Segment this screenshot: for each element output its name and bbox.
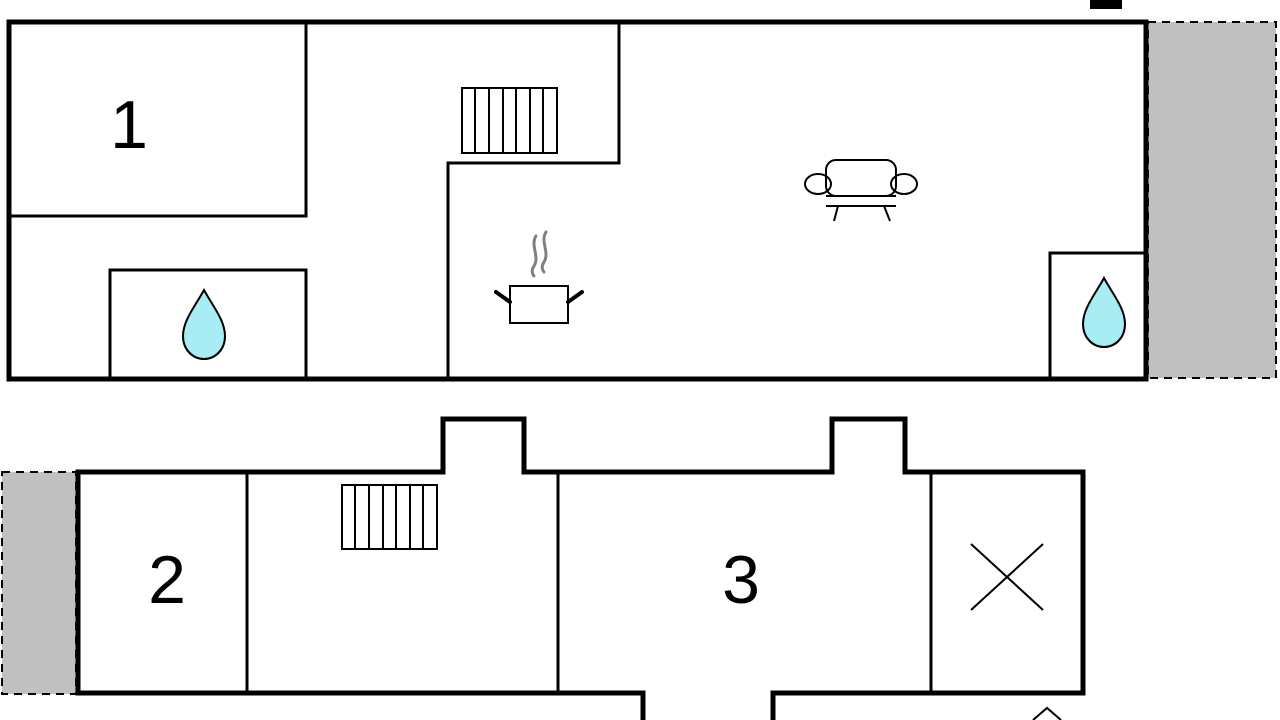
- terrace-left: [1, 471, 77, 695]
- stairs-icon: [341, 484, 438, 550]
- kitchen-wall: [446, 22, 621, 379]
- water-drop-icon: [181, 287, 227, 361]
- bathroom-left-wall: [108, 268, 308, 379]
- water-drop-icon: [1081, 275, 1127, 349]
- lower-floor: 2 3: [1, 416, 1086, 720]
- stairs-icon: [461, 87, 558, 154]
- bathroom-right-wall: [1048, 251, 1146, 379]
- room-label-1: 1: [110, 87, 148, 163]
- cooking-pot-icon: [494, 230, 584, 324]
- upper-outer-wall: [6, 19, 1149, 382]
- upper-floor: 1: [6, 19, 1277, 382]
- lower-outer-wall: [75, 416, 1086, 720]
- room-label-3: 3: [722, 542, 760, 618]
- sofa-icon: [804, 159, 918, 222]
- bedroom-1-wall: [9, 22, 308, 218]
- cross-icon: [970, 543, 1044, 611]
- terrace-right: [1147, 21, 1277, 379]
- room-label-2: 2: [148, 542, 186, 618]
- corner-mark: [1090, 0, 1122, 9]
- partial-roof-mark: [1032, 706, 1062, 720]
